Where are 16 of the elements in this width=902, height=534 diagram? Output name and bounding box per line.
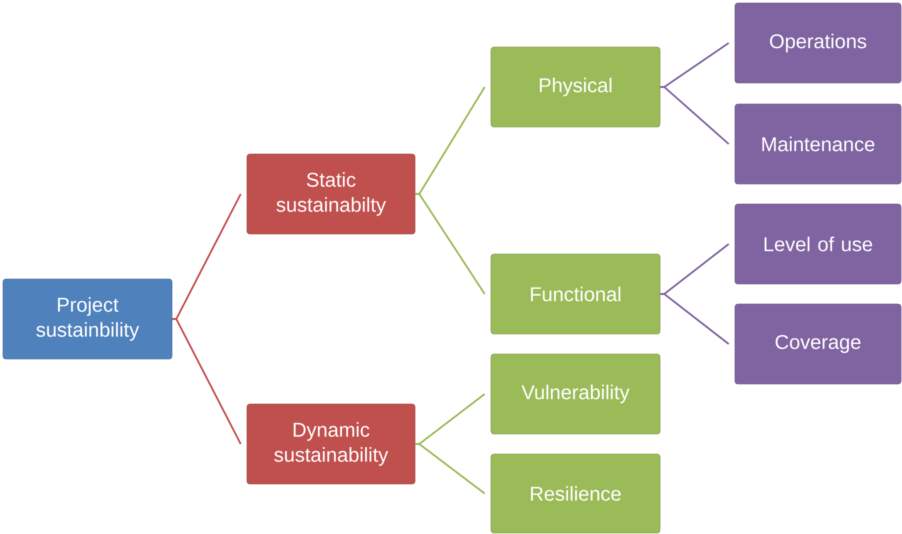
process-box: Coverage: [734, 304, 902, 384]
process-box: Level of use: [734, 204, 902, 284]
connector-line: [172, 318, 242, 444]
connector-line: [415, 443, 486, 494]
process-box: Project sustainbility: [2, 278, 172, 360]
connector-line: [660, 86, 730, 145]
process-box: Physical: [490, 46, 660, 128]
process-box: Maintenance: [734, 104, 902, 184]
process-box: Resilience: [490, 454, 660, 534]
process-box: Vulnerability: [490, 354, 660, 434]
process-box: Operations: [734, 2, 902, 84]
process-box: Static sustainabilty: [246, 154, 416, 234]
connector-line: [660, 293, 730, 345]
process-box: Functional: [490, 254, 660, 334]
process-box: Dynamic sustainability: [246, 404, 416, 484]
connector-line: [415, 193, 486, 294]
